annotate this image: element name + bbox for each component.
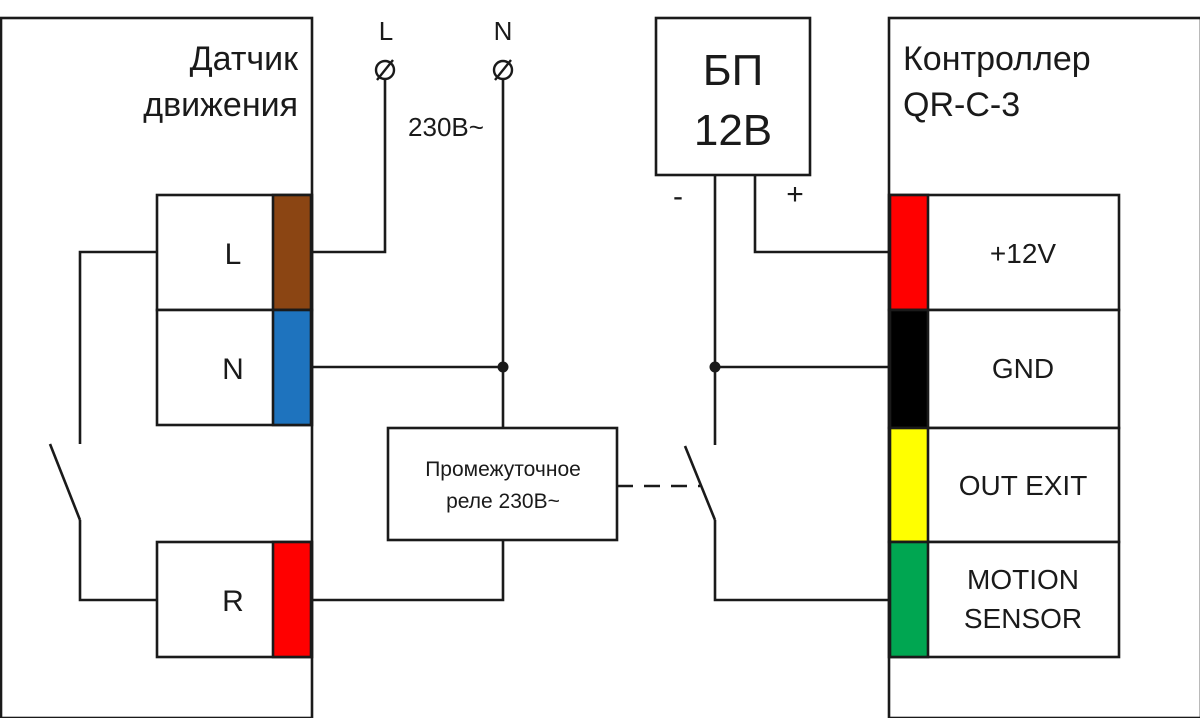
- wire-psu-plus-to-12v: [753, 175, 889, 254]
- relay-label-line2: реле 230В~: [446, 490, 560, 513]
- sensor-terminal-r-label: R: [222, 585, 244, 618]
- psu-label-line1: БП: [703, 46, 764, 95]
- controller-terminal-12v-label: +12V: [990, 238, 1056, 269]
- controller-terminal-motion-label-line1: MOTION: [967, 564, 1079, 595]
- junction-n: [497, 361, 509, 373]
- wire-relay-to-motion-sensor: [713, 520, 889, 602]
- mains-l-terminal-icon: [374, 59, 396, 81]
- psu-minus-label: -: [673, 180, 683, 213]
- sensor-internal-wire-upper: [78, 250, 157, 444]
- sensor-terminal-r-color: [271, 540, 313, 659]
- mains-l-label: L: [379, 16, 393, 46]
- psu-box: [654, 16, 812, 177]
- intermediate-relay: [386, 426, 619, 542]
- mains-n-terminal-icon: [492, 59, 514, 81]
- controller-title-line2: QR-C-3: [903, 86, 1020, 124]
- sensor-terminal-n-label: N: [222, 353, 244, 386]
- junction-gnd: [709, 361, 721, 373]
- sensor-terminal-n-color: [271, 308, 313, 427]
- controller-terminal-12v-color: [888, 193, 930, 312]
- mains-n-label: N: [494, 16, 513, 46]
- controller-terminal-motion-label-line2: SENSOR: [964, 603, 1082, 634]
- sensor-terminal-l-color: [271, 193, 313, 312]
- relay-switch-contact: [683, 445, 717, 521]
- controller-terminal-gnd-label: GND: [992, 353, 1054, 384]
- wire-mains-l-to-sensor-l: [312, 80, 387, 254]
- psu-label-line2: 12В: [694, 106, 772, 155]
- psu-plus-label: +: [786, 178, 804, 211]
- relay-label-line1: Промежуточное: [425, 458, 581, 481]
- motion-sensor-title-line1: Датчик: [190, 40, 299, 78]
- controller-terminal-gnd-color: [888, 308, 930, 430]
- mains-voltage-label: 230В~: [408, 112, 484, 142]
- controller-terminal-motion-sensor-color: [888, 540, 930, 659]
- controller-title-line1: Контроллер: [903, 40, 1091, 78]
- sensor-terminal-l-label: L: [225, 238, 242, 271]
- wire-sensor-r-to-relay: [312, 540, 505, 602]
- controller-terminal-out-exit-label: OUT EXIT: [959, 470, 1088, 501]
- controller-terminal-out-exit-color: [888, 426, 930, 544]
- sensor-internal-wire-lower: [78, 520, 157, 602]
- motion-sensor-title-line2: движения: [143, 86, 298, 124]
- sensor-switch-contact: [48, 443, 82, 521]
